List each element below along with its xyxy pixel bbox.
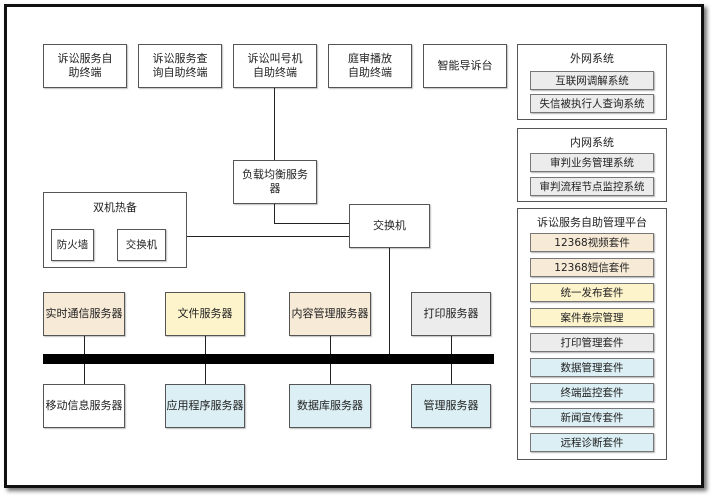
connector-switch-to-bus	[389, 248, 390, 355]
platform-title: 诉讼服务自助管理平台	[537, 216, 647, 229]
file-server: 文件服务器	[165, 292, 245, 336]
database-server: 数据库服务器	[289, 384, 371, 428]
connector-standby-to-switch	[187, 236, 349, 237]
platform-item: 终端监控套件	[530, 383, 654, 402]
external-systems-title: 外网系统	[570, 52, 614, 65]
self-service-platform-panel: 诉讼服务自助管理平台 12368视频套件 12368短信套件 统一发布套件 案件…	[517, 208, 667, 460]
smart-guide-desk: 智能导诉台	[423, 44, 507, 88]
internal-system-item: 审判业务管理系统	[530, 153, 654, 172]
platform-item: 打印管理套件	[530, 333, 654, 352]
platform-item: 数据管理套件	[530, 358, 654, 377]
connector-lb-down	[274, 204, 275, 223]
platform-item: 远程诊断套件	[530, 433, 654, 452]
platform-item: 12368视频套件	[530, 233, 654, 252]
standby-switch-box: 交换机	[117, 229, 166, 261]
connector-bus-app	[205, 364, 206, 384]
mobile-info-server: 移动信息服务器	[43, 384, 125, 428]
connector-content-bus	[330, 336, 331, 356]
connector-realtime-bus	[84, 336, 85, 356]
external-system-item: 互联网调解系统	[530, 71, 654, 90]
internal-systems-panel: 内网系统 审判业务管理系统 审判流程节点监控系统	[517, 128, 667, 202]
network-bus	[43, 354, 494, 364]
terminal-queue-number: 诉讼叫号机自助终端	[233, 44, 317, 88]
connector-terminals-to-lb	[274, 88, 275, 160]
external-system-item: 失信被执行人查询系统	[530, 94, 654, 113]
firewall-box: 防火墙	[51, 229, 94, 261]
internal-system-item: 审判流程节点监控系统	[530, 177, 654, 196]
terminal-court-playback: 庭审播放自助终端	[328, 44, 412, 88]
platform-item: 统一发布套件	[530, 283, 654, 302]
platform-item: 案件卷宗管理	[530, 308, 654, 327]
platform-item: 新闻宣传套件	[530, 408, 654, 427]
connector-bus-management	[451, 364, 452, 384]
platform-item: 12368短信套件	[530, 258, 654, 277]
print-server: 打印服务器	[411, 292, 491, 336]
connector-print-bus	[451, 336, 452, 356]
hot-standby-title: 双机热备	[93, 201, 137, 214]
connector-bus-database	[330, 364, 331, 384]
main-switch: 交换机	[349, 204, 430, 248]
terminal-litigation-service: 诉讼服务自助终端	[43, 44, 127, 88]
connector-bus-mobile	[84, 364, 85, 384]
internal-systems-title: 内网系统	[570, 136, 614, 149]
external-systems-panel: 外网系统 互联网调解系统 失信被执行人查询系统	[517, 44, 667, 120]
connector-file-bus	[205, 336, 206, 356]
connector-lb-to-switch	[274, 223, 349, 224]
hot-standby-panel: 双机热备 防火墙 交换机	[43, 192, 187, 268]
load-balancer-server: 负载均衡服务器	[233, 160, 317, 204]
realtime-comm-server: 实时通信服务器	[43, 292, 125, 336]
content-management-server: 内容管理服务器	[289, 292, 371, 336]
terminal-litigation-query: 诉讼服务查询自助终端	[138, 44, 222, 88]
management-server: 管理服务器	[411, 384, 491, 428]
application-server: 应用程序服务器	[165, 384, 245, 428]
